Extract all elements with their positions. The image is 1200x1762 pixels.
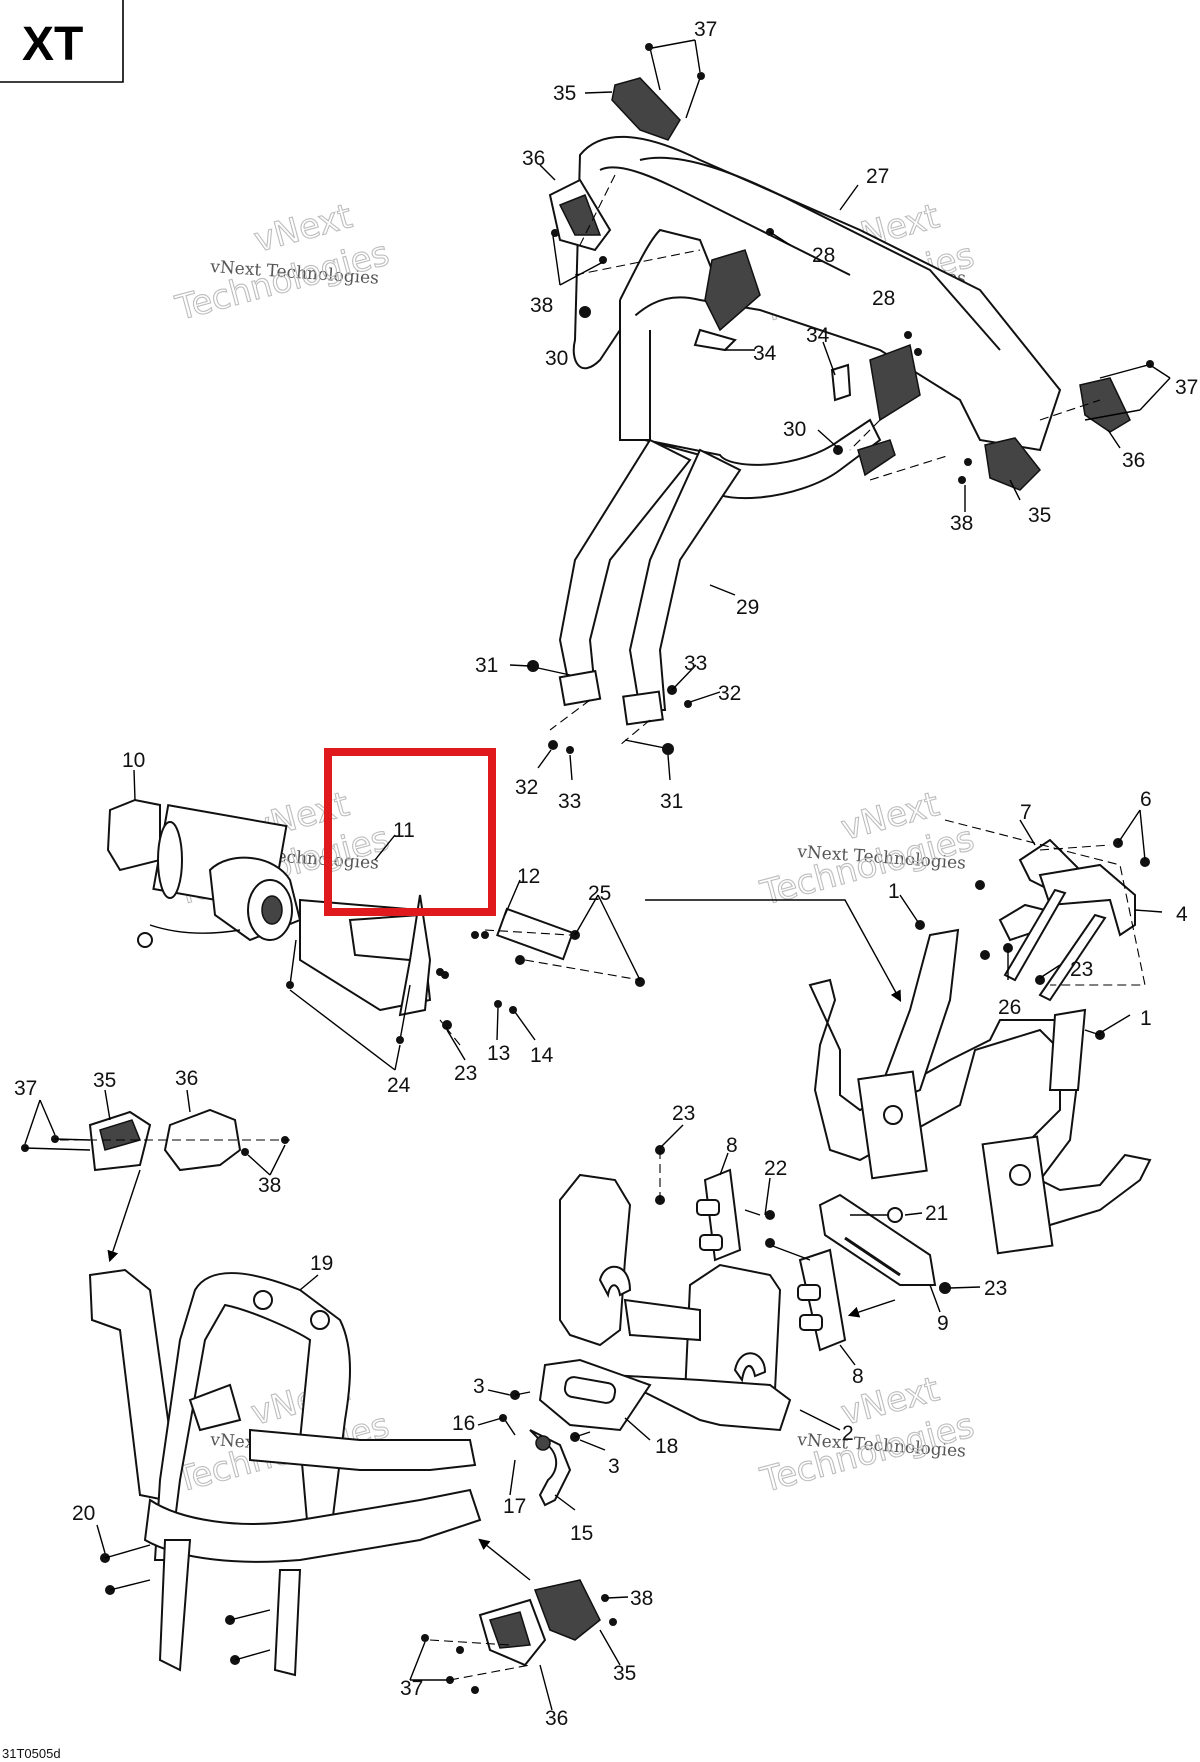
callout-19: 19 bbox=[310, 1252, 333, 1275]
callout-8: 8 bbox=[852, 1365, 864, 1388]
callout-20: 20 bbox=[72, 1502, 95, 1525]
callout-4: 4 bbox=[1176, 903, 1188, 926]
callout-34: 34 bbox=[753, 342, 777, 365]
callout-37: 37 bbox=[1175, 376, 1198, 399]
model-tag: XT bbox=[0, 0, 124, 83]
callout-25: 25 bbox=[588, 882, 611, 905]
callout-3: 3 bbox=[473, 1375, 485, 1398]
callout-24: 24 bbox=[387, 1074, 411, 1097]
clamp-set-left bbox=[21, 1108, 290, 1263]
callout-36: 36 bbox=[545, 1707, 568, 1730]
upper-bumper-bar bbox=[558, 135, 1062, 726]
callout-9: 9 bbox=[937, 1312, 949, 1335]
callout-37: 37 bbox=[14, 1077, 37, 1100]
callout-23: 23 bbox=[672, 1102, 695, 1125]
callout-labels: 37 35 36 27 28 28 38 30 34 34 37 30 36 3… bbox=[14, 18, 1198, 1730]
watermark-4: vNext vNext Technologies Technologies bbox=[755, 784, 978, 915]
callout-2: 2 bbox=[842, 1422, 854, 1445]
callout-28: 28 bbox=[812, 244, 835, 267]
callout-34: 34 bbox=[806, 324, 830, 347]
fasteners-upper bbox=[527, 43, 1154, 755]
callout-38: 38 bbox=[950, 512, 973, 535]
callout-7: 7 bbox=[1020, 801, 1032, 824]
callout-28: 28 bbox=[872, 287, 895, 310]
fasteners-winch bbox=[286, 929, 645, 1046]
callout-23: 23 bbox=[984, 1277, 1007, 1300]
bracket-34b bbox=[830, 343, 921, 422]
callout-1: 1 bbox=[1140, 1007, 1152, 1030]
lower-bumper-bar bbox=[88, 1268, 482, 1677]
mount-8-top bbox=[655, 1145, 775, 1262]
callout-26: 26 bbox=[998, 996, 1021, 1019]
callout-35: 35 bbox=[613, 1662, 636, 1685]
callout-14: 14 bbox=[530, 1044, 554, 1067]
callout-38: 38 bbox=[630, 1587, 653, 1610]
mount-8-bottom bbox=[765, 1238, 896, 1352]
hook-assembly bbox=[499, 1390, 591, 1507]
callout-12: 12 bbox=[517, 865, 540, 888]
callout-15: 15 bbox=[570, 1522, 593, 1545]
clamp-set-bottom bbox=[421, 1538, 617, 1694]
watermark-6: vNext vNext Technologies Technologies bbox=[755, 1369, 978, 1502]
callout-23: 23 bbox=[1070, 958, 1093, 981]
highlight-box bbox=[324, 748, 496, 916]
callout-13: 13 bbox=[487, 1042, 510, 1065]
leader-lines bbox=[24, 39, 1171, 1711]
callout-35: 35 bbox=[93, 1069, 116, 1092]
callout-6: 6 bbox=[1140, 788, 1152, 811]
model-tag-text: XT bbox=[22, 18, 83, 71]
callout-23: 23 bbox=[454, 1062, 477, 1085]
bracket-34a bbox=[693, 249, 761, 352]
callout-29: 29 bbox=[736, 596, 759, 619]
clamp-36b-right bbox=[1079, 377, 1131, 433]
callout-22: 22 bbox=[764, 1157, 787, 1180]
center-skid-plate bbox=[538, 1173, 792, 1432]
callout-18: 18 bbox=[655, 1435, 678, 1458]
callout-30: 30 bbox=[783, 418, 806, 441]
assembly-lines-upper bbox=[549, 174, 1101, 746]
clamp-35b-right bbox=[984, 437, 1041, 491]
callout-10: 10 bbox=[122, 749, 145, 772]
callout-38: 38 bbox=[258, 1174, 281, 1197]
watermark-1: vNext vNext Technologies Technologies bbox=[170, 196, 393, 330]
callout-27: 27 bbox=[866, 165, 889, 188]
callout-30: 30 bbox=[545, 347, 568, 370]
callout-32: 32 bbox=[515, 776, 538, 799]
callout-33: 33 bbox=[558, 790, 581, 813]
callout-8: 8 bbox=[726, 1134, 738, 1157]
bracket-7-4 bbox=[998, 838, 1136, 1002]
plate-30b bbox=[857, 439, 896, 477]
callout-1: 1 bbox=[888, 880, 900, 903]
callout-17: 17 bbox=[503, 1495, 526, 1518]
callout-11: 11 bbox=[393, 819, 415, 842]
callout-36: 36 bbox=[522, 147, 545, 170]
callout-31: 31 bbox=[475, 654, 498, 677]
fairlead-9 bbox=[818, 1193, 951, 1294]
callout-38: 38 bbox=[530, 294, 553, 317]
assembly-arrows bbox=[645, 899, 902, 1002]
callout-32: 32 bbox=[718, 682, 741, 705]
callout-21: 21 bbox=[925, 1202, 948, 1225]
front-bumper-frame bbox=[808, 928, 1152, 1255]
callout-37: 37 bbox=[694, 18, 717, 41]
callout-36: 36 bbox=[1122, 449, 1145, 472]
callout-31: 31 bbox=[660, 790, 683, 813]
callout-3: 3 bbox=[608, 1455, 620, 1478]
callout-35: 35 bbox=[553, 82, 576, 105]
drawing-code: 31T0505d bbox=[2, 1746, 61, 1761]
callout-36: 36 bbox=[175, 1067, 198, 1090]
callout-16: 16 bbox=[452, 1412, 475, 1435]
fasteners-lower-left bbox=[100, 1544, 271, 1665]
fasteners-right bbox=[915, 819, 1150, 1040]
callout-35: 35 bbox=[1028, 504, 1051, 527]
callout-37: 37 bbox=[400, 1677, 423, 1700]
callout-33: 33 bbox=[684, 652, 707, 675]
winch-assembly bbox=[106, 798, 574, 1017]
upper-clamp-35a bbox=[611, 77, 681, 141]
